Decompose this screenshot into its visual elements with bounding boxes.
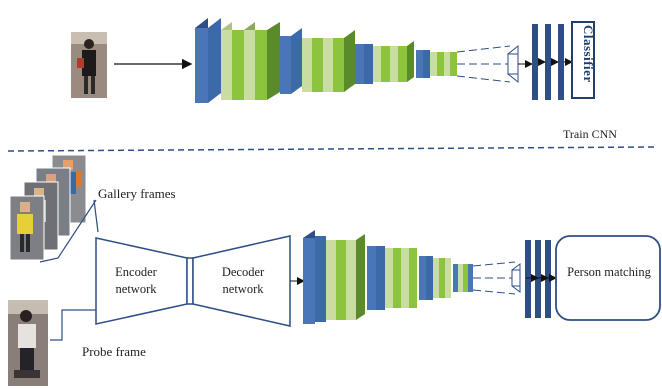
probe-frame-label: Probe frame bbox=[82, 344, 146, 359]
train-cnn-layers bbox=[195, 18, 533, 103]
decoder-shape bbox=[192, 235, 291, 327]
bottleneck bbox=[186, 257, 194, 305]
person-matching-label: Person matching bbox=[567, 265, 651, 279]
train-cnn-label: Train CNN bbox=[563, 127, 617, 141]
gallery-frames-label: Gallery frames bbox=[98, 186, 176, 201]
encoder-network-label: Encoder network bbox=[115, 265, 157, 296]
train-fc-layers bbox=[532, 24, 573, 100]
person-matching-box bbox=[555, 235, 661, 321]
bottom-cnn-layers bbox=[303, 230, 521, 324]
decoder-network-label: Decoder network bbox=[221, 265, 265, 296]
gallery-connector bbox=[39, 199, 97, 263]
bottom-fc-layers bbox=[525, 240, 557, 318]
probe-connector bbox=[50, 309, 96, 341]
gallery-frames-images bbox=[9, 154, 87, 261]
probe-frame-image bbox=[8, 300, 48, 386]
section-separator bbox=[7, 146, 655, 152]
train-input-image bbox=[71, 32, 107, 98]
classifier-box bbox=[571, 21, 595, 99]
classifier-label: Classifier bbox=[581, 25, 596, 83]
